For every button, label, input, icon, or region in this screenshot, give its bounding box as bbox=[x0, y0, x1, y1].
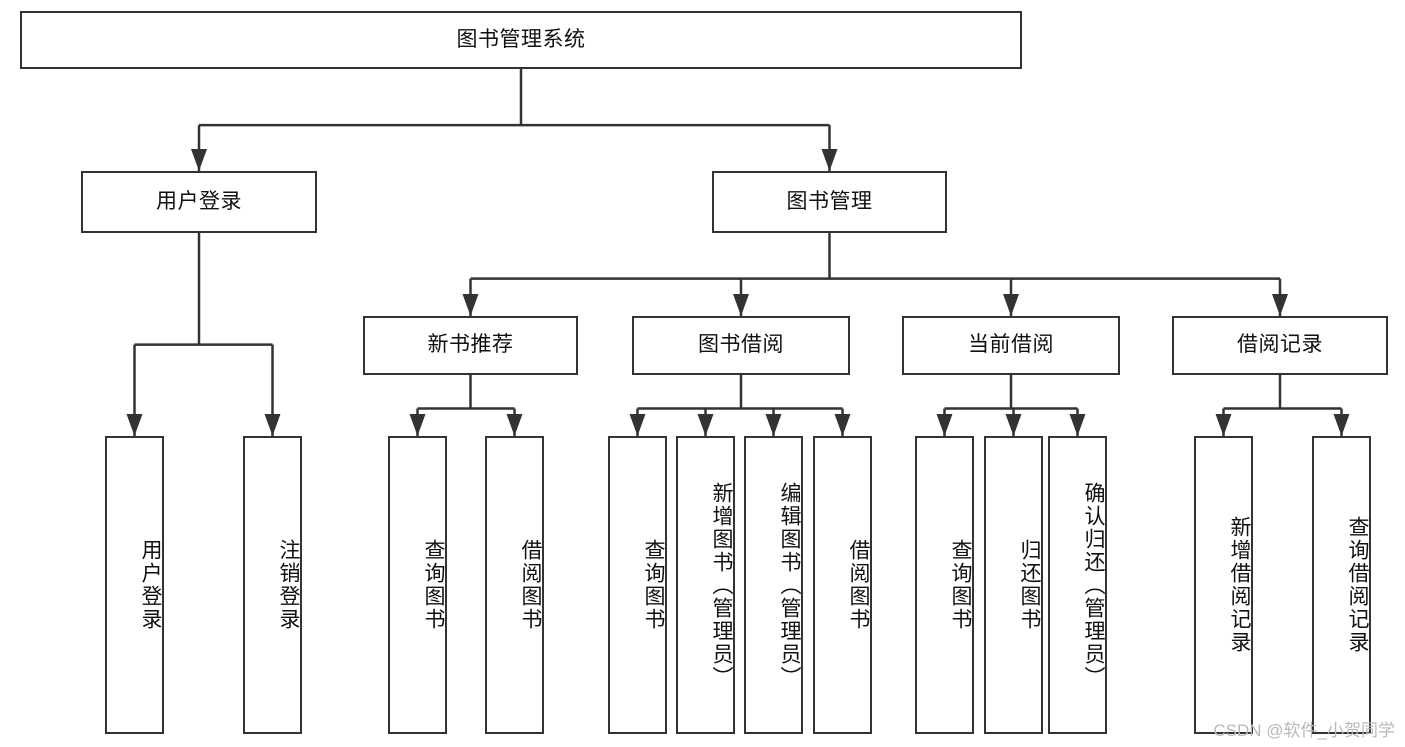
node-root[interactable]: 图书管理系统 bbox=[20, 11, 1022, 69]
node-leaf-query-borrow-record[interactable]: 查询借阅记录 bbox=[1312, 436, 1371, 734]
node-leaf-query-book-2[interactable]: 查询图书 bbox=[608, 436, 667, 734]
node-leaf-edit-book[interactable]: 编辑图书（管理员） bbox=[744, 436, 803, 734]
node-label: 确认归还（管理员） bbox=[1082, 481, 1105, 689]
node-label: 用户登录 bbox=[156, 189, 242, 213]
node-leaf-return-book[interactable]: 归还图书 bbox=[984, 436, 1043, 734]
node-label: 借阅记录 bbox=[1237, 333, 1323, 357]
node-leaf-borrow-book-2[interactable]: 借阅图书 bbox=[813, 436, 872, 734]
node-current-borrow[interactable]: 当前借阅 bbox=[902, 316, 1120, 375]
node-leaf-borrow-book-1[interactable]: 借阅图书 bbox=[485, 436, 544, 734]
node-leaf-add-book[interactable]: 新增图书（管理员） bbox=[676, 436, 735, 734]
node-new-book-recommend[interactable]: 新书推荐 bbox=[363, 316, 578, 375]
node-label: 图书借阅 bbox=[698, 333, 784, 357]
node-label: 查询借阅记录 bbox=[1346, 516, 1369, 654]
node-borrow-record[interactable]: 借阅记录 bbox=[1172, 316, 1388, 375]
node-leaf-query-book-1[interactable]: 查询图书 bbox=[388, 436, 447, 734]
node-book-manage[interactable]: 图书管理 bbox=[712, 171, 947, 233]
node-book-borrow[interactable]: 图书借阅 bbox=[632, 316, 850, 375]
node-leaf-confirm-return[interactable]: 确认归还（管理员） bbox=[1048, 436, 1107, 734]
node-leaf-user-logout[interactable]: 注销登录 bbox=[243, 436, 302, 734]
node-label: 查询图书 bbox=[949, 539, 972, 631]
node-label: 借阅图书 bbox=[519, 539, 542, 631]
node-label: 借阅图书 bbox=[847, 539, 870, 631]
node-label: 用户登录 bbox=[139, 539, 162, 631]
node-label: 当前借阅 bbox=[968, 333, 1054, 357]
node-label: 新增借阅记录 bbox=[1228, 516, 1251, 654]
node-label: 查询图书 bbox=[422, 539, 445, 631]
node-leaf-user-login[interactable]: 用户登录 bbox=[105, 436, 164, 734]
node-label: 编辑图书（管理员） bbox=[778, 481, 801, 689]
node-label: 注销登录 bbox=[277, 539, 300, 631]
node-label: 归还图书 bbox=[1018, 539, 1041, 631]
node-label: 新增图书（管理员） bbox=[710, 481, 733, 689]
node-label: 新书推荐 bbox=[427, 333, 514, 357]
node-leaf-add-borrow-record[interactable]: 新增借阅记录 bbox=[1194, 436, 1253, 734]
watermark-text: CSDN @软件_小贺同学 bbox=[1213, 721, 1395, 740]
node-leaf-query-book-3[interactable]: 查询图书 bbox=[915, 436, 974, 734]
node-label: 图书管理系统 bbox=[456, 27, 586, 51]
node-label: 查询图书 bbox=[642, 539, 665, 631]
node-user-login[interactable]: 用户登录 bbox=[81, 171, 317, 233]
node-label: 图书管理 bbox=[786, 189, 873, 213]
